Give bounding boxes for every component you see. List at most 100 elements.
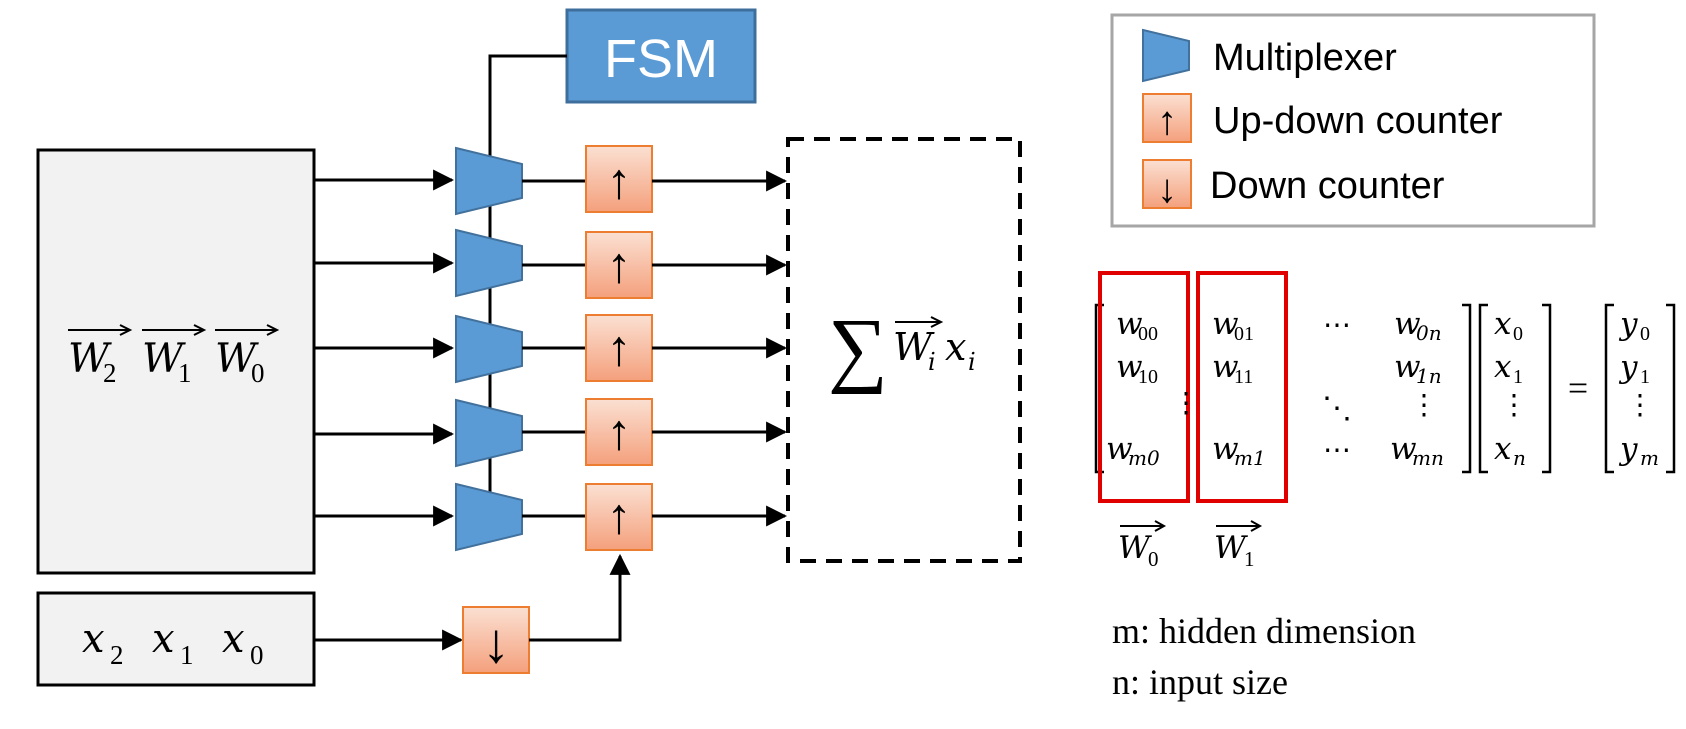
vec-y0-symbol: y: [1618, 306, 1638, 342]
sum-x-symbol: x: [945, 325, 966, 369]
note-input-size: n: input size: [1112, 662, 1288, 702]
multiplexer-2: [455, 228, 523, 298]
w1-subscript: 1: [178, 358, 192, 388]
w2-symbol: W: [68, 336, 112, 382]
y-vector-right-bracket: [1666, 303, 1676, 474]
sum-w-subscript: i: [928, 348, 936, 376]
w10-subscript: 10: [1138, 366, 1158, 388]
summation-box: ∑ W i x i: [786, 137, 1022, 563]
wmn-symbol: w: [1390, 431, 1417, 467]
column-label-w1: W 1: [1214, 520, 1263, 571]
up-down-counter-5: [585, 483, 653, 551]
legend-up-down-counter-icon: [1142, 93, 1192, 143]
w0-subscript: 0: [251, 358, 265, 388]
w1n-symbol: w: [1394, 349, 1421, 385]
vdots-icon: ⋮: [1500, 390, 1528, 421]
sigma-symbol: ∑: [828, 302, 888, 395]
ddots-icon: ⋱: [1322, 392, 1352, 425]
col1-w-symbol: W: [1214, 530, 1248, 566]
x0-subscript: 0: [250, 640, 264, 670]
hdots-icon: ⋯: [1323, 435, 1351, 466]
w10-symbol: w: [1116, 349, 1143, 385]
vec-xn-symbol: x: [1494, 431, 1512, 467]
up-down-arrow-icon: ↑: [1157, 99, 1177, 143]
up-down-counter-1: [585, 145, 653, 213]
counter-glyphs: ↑ ↑ ↑ ↑ ↑: [607, 153, 632, 544]
datapath-rows: [314, 145, 788, 552]
wmn-subscript: mn: [1412, 446, 1444, 470]
col0-w-subscript: 0: [1148, 547, 1159, 571]
x2-symbol: x: [82, 616, 105, 662]
multiplexer-3: [455, 314, 523, 384]
vec-ym-subscript: m: [1640, 446, 1659, 470]
sum-w-symbol: W: [893, 325, 935, 369]
vec-y0-subscript: 0: [1640, 323, 1650, 345]
vdots-icon: ⋮: [1410, 390, 1438, 421]
weight-memory-box: W 2 W 1 W 0: [36, 148, 316, 575]
legend: Multiplexer ↑ Up-down counter ↓ Down cou…: [1110, 13, 1596, 228]
x1-symbol: x: [152, 616, 175, 662]
matrix-equation: w 00 w 10 w m0 ⋮ w 01 w 11 w m1 ⋯ ⋱ ⋯ w …: [1094, 271, 1676, 571]
down-counter-to-counters: [529, 553, 631, 642]
sum-x-subscript: i: [968, 348, 976, 376]
wm1-subscript: m1: [1234, 446, 1266, 470]
weight-matrix-right-bracket: [1462, 303, 1472, 474]
vec-x1-symbol: x: [1494, 349, 1512, 385]
w0-symbol: W: [215, 336, 259, 382]
note-hidden-dimension: m: hidden dimension: [1112, 611, 1416, 651]
w2-subscript: 2: [103, 358, 117, 388]
legend-multiplexer-label: Multiplexer: [1213, 37, 1397, 79]
w0n-symbol: w: [1394, 306, 1421, 342]
x-vector-right-bracket: [1542, 303, 1552, 474]
multiplexer-1: [455, 146, 523, 216]
col1-w-subscript: 1: [1244, 547, 1255, 571]
w11-subscript: 11: [1234, 366, 1253, 388]
multiplexer-5: [455, 482, 523, 552]
up-arrow-icon: ↑: [607, 153, 632, 209]
wm1-symbol: w: [1212, 431, 1239, 467]
column-w0-highlight: [1098, 271, 1190, 503]
down-arrow-icon: ↓: [1157, 167, 1177, 211]
vdots-icon: ⋮: [1626, 390, 1654, 421]
w01-symbol: w: [1212, 306, 1239, 342]
legend-up-down-counter-label: Up-down counter: [1213, 100, 1503, 142]
wm0-subscript: m0: [1128, 446, 1160, 470]
w01-subscript: 01: [1234, 323, 1254, 345]
equals-sign: =: [1568, 368, 1588, 408]
w11-symbol: w: [1212, 349, 1239, 385]
x-vector-left-bracket: [1478, 303, 1488, 474]
up-arrow-icon: ↑: [607, 488, 632, 544]
hdots-icon: ⋯: [1323, 310, 1351, 341]
vec-x0-symbol: x: [1494, 306, 1512, 342]
weight-vectors-label: W 2 W 1 W 0: [68, 324, 280, 388]
fsm-block: FSM: [565, 8, 757, 104]
w00-subscript: 00: [1138, 323, 1158, 345]
fsm-control-wire: [488, 54, 567, 530]
y-vector-left-bracket: [1604, 303, 1614, 474]
w1-symbol: W: [142, 336, 186, 382]
fsm-label: FSM: [604, 29, 718, 89]
x2-subscript: 2: [110, 640, 124, 670]
column-w1-highlight: [1196, 271, 1288, 503]
down-counter: ↓: [314, 553, 631, 674]
vec-y1-subscript: 1: [1640, 366, 1650, 388]
multiplexer-4: [455, 398, 523, 468]
w1n-subscript: 1n: [1416, 364, 1442, 388]
up-arrow-icon: ↑: [607, 237, 632, 293]
input-vector-box: x 2 x 1 x 0: [36, 591, 316, 687]
x1-subscript: 1: [180, 640, 194, 670]
legend-down-counter-icon: [1142, 159, 1192, 209]
vec-x1-subscript: 1: [1513, 366, 1523, 388]
w00-symbol: w: [1116, 306, 1143, 342]
up-down-counter-2: [585, 231, 653, 299]
vec-y1-symbol: y: [1618, 349, 1638, 385]
vec-x0-subscript: 0: [1513, 323, 1523, 345]
legend-multiplexer-icon: [1142, 28, 1190, 83]
vdots-icon: ⋮: [1172, 388, 1200, 419]
down-counter-box: [462, 606, 530, 674]
down-arrow-icon: ↓: [482, 611, 510, 674]
wm0-symbol: w: [1106, 431, 1133, 467]
vec-ym-symbol: y: [1618, 431, 1638, 467]
x0-symbol: x: [222, 616, 245, 662]
